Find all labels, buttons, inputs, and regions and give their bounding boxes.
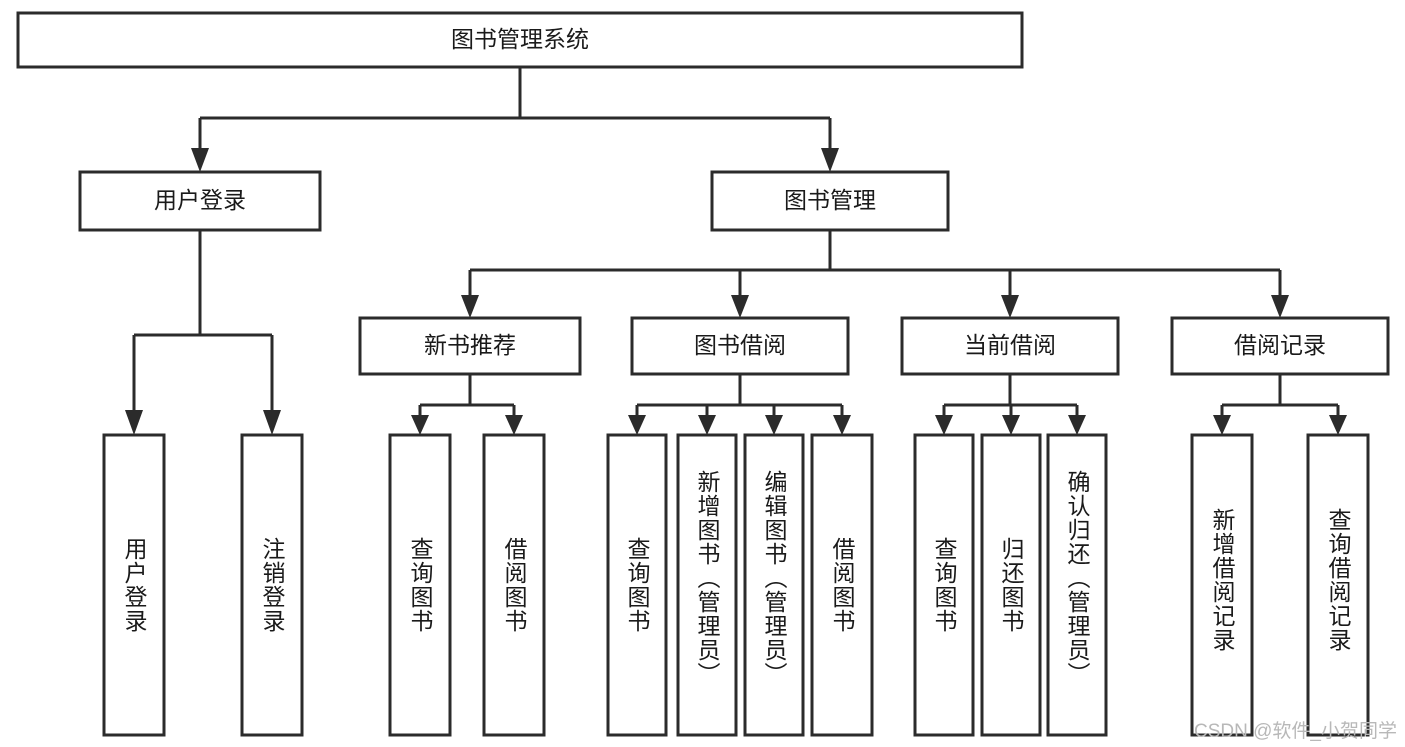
leaf-user-logout-box[interactable] [240, 433, 304, 737]
arrow-to-leaf-query-book-1 [411, 415, 429, 435]
connectors-root-to-level2 [191, 67, 839, 172]
connectors-current-borrow-to-leaves [935, 374, 1086, 435]
leaf-labels: 用户登录 注销登录 查询图书 借阅图书 查询图书 新增图书（管理员） 编辑图书（… [121, 470, 1352, 686]
connectors-book-borrow-to-leaves [628, 374, 851, 435]
leaf-query-borrow-record-box[interactable] [1306, 433, 1370, 737]
node-new-book-recommend[interactable]: 新书推荐 [358, 316, 582, 376]
node-current-borrow-box[interactable] [900, 316, 1120, 376]
arrow-to-leaf-query-borrow-record [1329, 415, 1347, 435]
connectors-user-login-to-leaves [125, 230, 281, 435]
connectors-borrow-record-to-leaves [1213, 374, 1347, 435]
leaf-return-book-label: 归还图书 [998, 537, 1025, 633]
node-book-manage[interactable]: 图书管理 [710, 170, 950, 232]
node-root[interactable]: 图书管理系统 [16, 11, 1024, 69]
arrow-to-leaf-query-book-3 [935, 415, 953, 435]
leaf-add-book-box[interactable] [676, 433, 738, 737]
leaf-return-book-box[interactable] [980, 433, 1042, 737]
leaf-borrow-book-1-box[interactable] [482, 433, 546, 737]
arrow-to-current-borrow [1001, 295, 1019, 318]
node-book-borrow-label: 图书借阅 [694, 332, 786, 358]
arrow-to-leaf-add-borrow-record [1213, 415, 1231, 435]
leaf-add-borrow-record-box[interactable] [1190, 433, 1254, 737]
arrow-to-book-borrow [731, 295, 749, 318]
node-new-book-recommend-label: 新书推荐 [424, 332, 516, 358]
node-user-login[interactable]: 用户登录 [78, 170, 322, 232]
arrow-to-leaf-return-book [1002, 415, 1020, 435]
leaf-add-borrow-record-label: 新增借阅记录 [1209, 508, 1236, 652]
leaf-edit-book-label: 编辑图书（管理员） [761, 470, 788, 686]
arrow-to-user-login [191, 148, 209, 172]
leaf-query-book-2-label: 查询图书 [624, 537, 651, 633]
leaf-borrow-book-2-label: 借阅图书 [829, 537, 856, 633]
leaf-user-logout-label: 注销登录 [259, 537, 286, 633]
node-borrow-record[interactable]: 借阅记录 [1170, 316, 1390, 376]
connectors-book-manage-to-level3 [461, 230, 1289, 318]
leaf-add-book-label: 新增图书（管理员） [694, 470, 721, 686]
node-book-manage-box[interactable] [710, 170, 950, 232]
arrow-to-leaf-user-login [125, 410, 143, 435]
arrow-to-new-book-recommend [461, 295, 479, 318]
node-user-login-label: 用户登录 [154, 187, 246, 213]
leaf-query-book-2-box[interactable] [606, 433, 668, 737]
leaf-query-borrow-record-label: 查询借阅记录 [1325, 508, 1352, 652]
arrow-to-leaf-borrow-book-2 [833, 415, 851, 435]
leaf-query-book-3-label: 查询图书 [931, 537, 958, 633]
arrow-to-leaf-borrow-book-1 [505, 415, 523, 435]
node-current-borrow-label: 当前借阅 [964, 332, 1056, 358]
arrow-to-borrow-record [1271, 295, 1289, 318]
leaf-edit-book-box[interactable] [743, 433, 805, 737]
leaf-confirm-return-box[interactable] [1046, 433, 1108, 737]
leaf-query-book-3-box[interactable] [913, 433, 975, 737]
connectors-new-book-recommend-to-leaves [411, 374, 523, 435]
arrow-to-book-manage [821, 148, 839, 172]
leaf-query-book-1-label: 查询图书 [407, 537, 434, 633]
node-borrow-record-box[interactable] [1170, 316, 1390, 376]
node-book-borrow-box[interactable] [630, 316, 850, 376]
leaf-borrow-book-1-label: 借阅图书 [501, 537, 528, 633]
node-new-book-recommend-box[interactable] [358, 316, 582, 376]
node-book-manage-label: 图书管理 [784, 187, 876, 213]
node-root-box[interactable] [16, 11, 1024, 69]
node-book-borrow[interactable]: 图书借阅 [630, 316, 850, 376]
arrow-to-leaf-edit-book [765, 415, 783, 435]
arrow-to-leaf-add-book [698, 415, 716, 435]
leaf-user-login-box[interactable] [102, 433, 166, 737]
node-user-login-box[interactable] [78, 170, 322, 232]
arrow-to-leaf-confirm-return [1068, 415, 1086, 435]
leaf-nodes [102, 433, 1370, 737]
leaf-borrow-book-2-box[interactable] [810, 433, 874, 737]
node-current-borrow[interactable]: 当前借阅 [900, 316, 1120, 376]
arrow-to-leaf-query-book-2 [628, 415, 646, 435]
leaf-confirm-return-label: 确认归还（管理员） [1064, 470, 1091, 686]
arrow-to-leaf-user-logout [263, 410, 281, 435]
leaf-user-login-label: 用户登录 [121, 537, 148, 633]
node-root-label: 图书管理系统 [451, 26, 589, 52]
leaf-query-book-1-box[interactable] [388, 433, 452, 737]
node-borrow-record-label: 借阅记录 [1234, 332, 1326, 358]
